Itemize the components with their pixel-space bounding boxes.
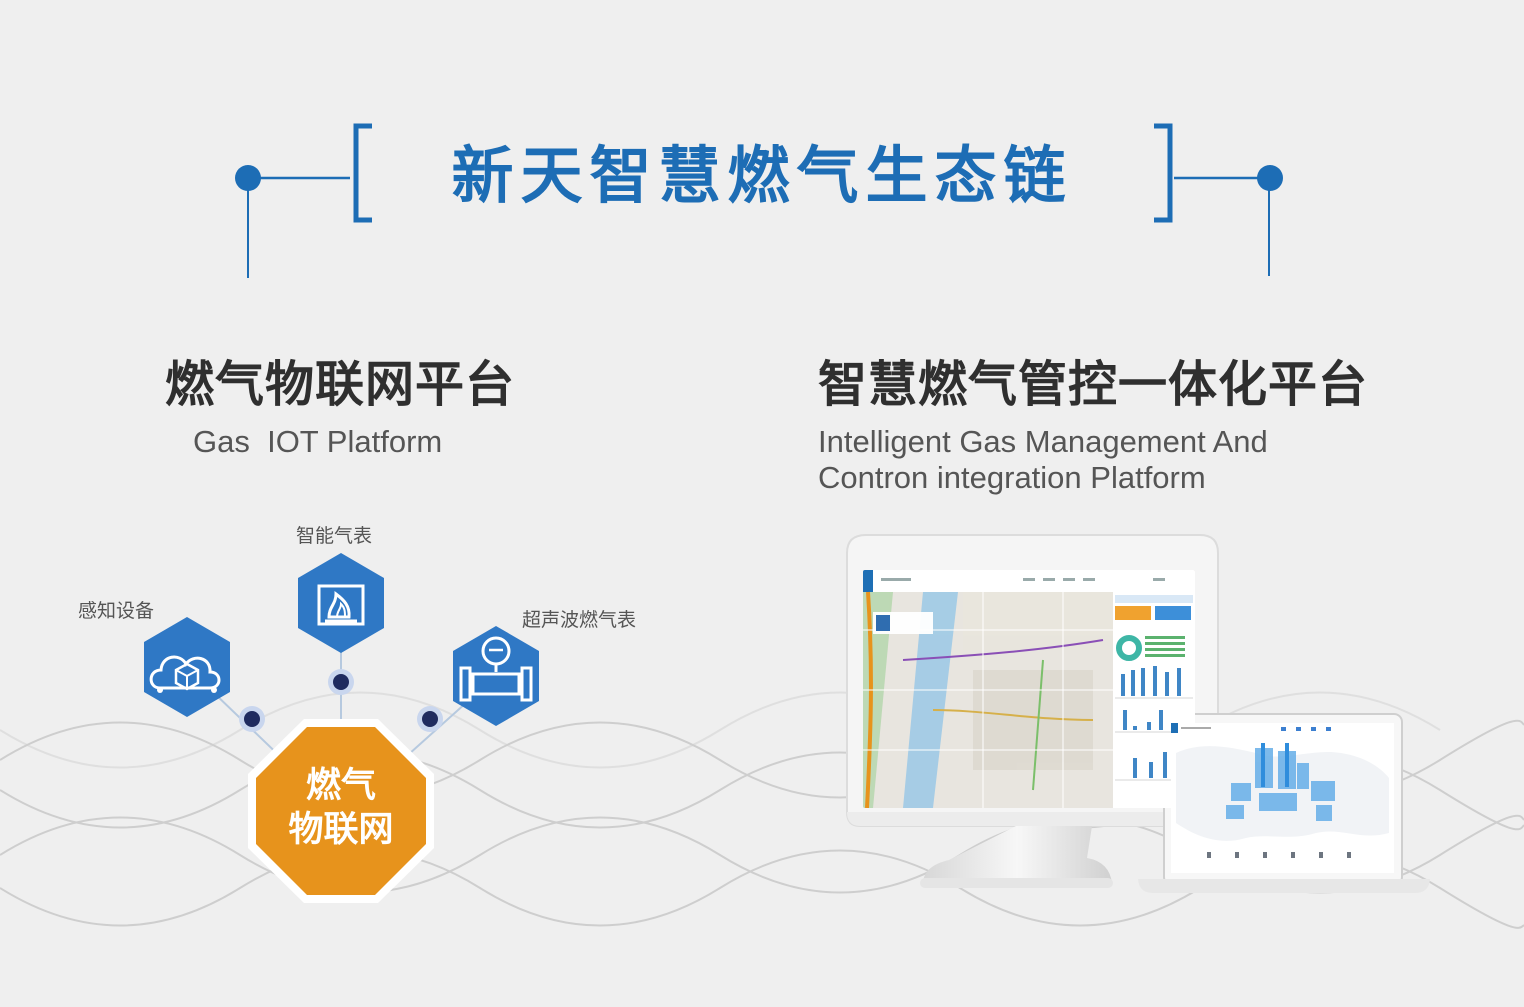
monitor-screen bbox=[863, 570, 1195, 808]
left-dot-icon bbox=[235, 165, 261, 191]
ultrasonic-meter-label: 超声波燃气表 bbox=[522, 609, 637, 631]
sensor-device-hexagon bbox=[144, 617, 230, 717]
sensor-device-label: 感知设备 bbox=[78, 600, 155, 622]
flame-box-icon bbox=[317, 584, 365, 626]
page-title: 新天智慧燃气生态链 bbox=[451, 139, 1073, 212]
smart-gas-subtitle-line2: Contron integration Platform bbox=[818, 460, 1206, 495]
smart-gas-subtitle-line1: Intelligent Gas Management And bbox=[818, 424, 1268, 459]
gas-iot-subtitle: Gas IOT Platform bbox=[193, 424, 443, 459]
gas-iot-title: 燃气物联网平台 bbox=[165, 356, 516, 413]
right-dot-icon bbox=[1257, 165, 1283, 191]
cloud-cube-icon bbox=[149, 655, 221, 693]
core-line-two: 物联网 bbox=[288, 810, 394, 850]
gas-iot-core-octagon bbox=[256, 727, 426, 895]
gas-iot-diagram bbox=[144, 553, 539, 903]
title-decoration bbox=[235, 123, 1283, 278]
core-line-one: 燃气 bbox=[305, 766, 376, 806]
pipe-meter-icon bbox=[459, 636, 533, 702]
gas-iot-core-label: 燃气 物联网 bbox=[250, 764, 432, 852]
ultrasonic-meter-hexagon bbox=[453, 626, 539, 726]
smart-gas-title: 智慧燃气管控一体化平台 bbox=[818, 356, 1369, 413]
laptop-screen bbox=[1171, 723, 1394, 873]
smart-meter-label: 智能气表 bbox=[296, 525, 373, 547]
connector-dots bbox=[239, 669, 443, 732]
